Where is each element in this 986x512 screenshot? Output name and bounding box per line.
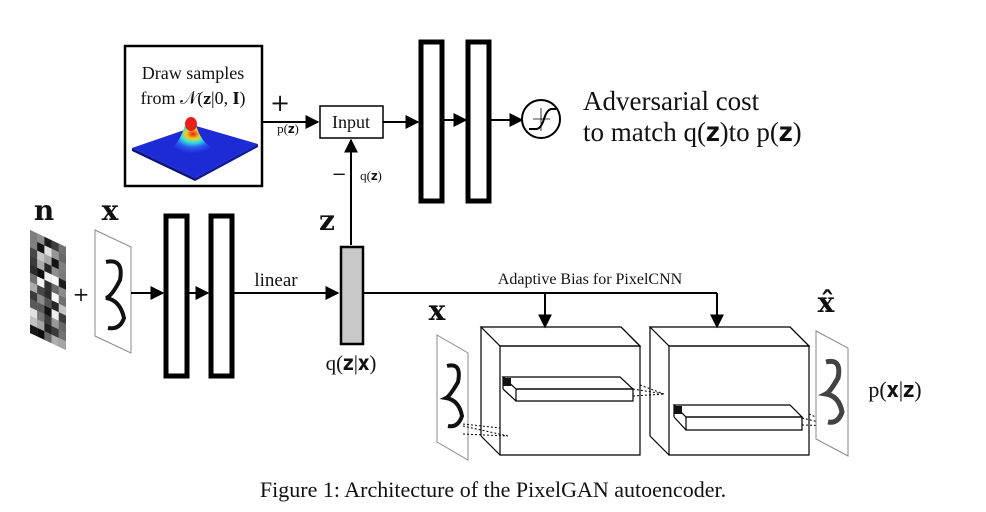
noise-pixel — [51, 300, 59, 313]
gaussian-surface-image — [132, 117, 258, 181]
noise-pixel — [44, 331, 52, 344]
noise-pixel — [44, 288, 52, 301]
noise-pixel — [51, 308, 59, 321]
noise-pixel — [58, 277, 66, 290]
noise-pixel — [58, 260, 66, 273]
noise-pixel — [37, 241, 45, 254]
noise-pixel — [44, 314, 52, 327]
noise-pixel — [58, 312, 66, 325]
noise-pixel — [51, 265, 59, 278]
noise-pixel — [37, 319, 45, 332]
linear-label: linear — [254, 270, 298, 291]
prior-line1: Draw samples — [142, 63, 244, 83]
noise-pixel — [58, 329, 66, 342]
adversarial-line2: to match q(𝐳)to p(𝐳) — [583, 117, 802, 147]
noise-pixel — [51, 240, 59, 253]
noise-pixel — [51, 291, 59, 304]
plus-sign-left: + — [73, 282, 90, 306]
pz-small-label: p(𝐳) — [277, 121, 299, 136]
noise-pixel — [37, 276, 45, 289]
noise-pixel — [51, 274, 59, 287]
encoder-layer-2 — [208, 213, 235, 379]
encoder-layer-1 — [163, 213, 190, 379]
prior-line2: from 𝒩(𝐳|0, 𝐈) — [140, 88, 245, 109]
adversarial-line1: Adversarial cost — [583, 86, 760, 116]
noise-pixel — [30, 315, 38, 328]
pixelcnn-block-1 — [479, 326, 642, 456]
noise-pixel — [51, 257, 59, 270]
adaptive-bias-label: Adaptive Bias for PixelCNN — [498, 271, 683, 288]
noise-pixel — [44, 245, 52, 258]
noise-pixel — [44, 279, 52, 292]
noise-pixel — [37, 259, 45, 272]
noise-pixel — [37, 327, 45, 340]
noise-pixel — [51, 317, 59, 330]
noise-pixel — [37, 233, 45, 246]
discriminator-layer-1 — [418, 39, 445, 204]
noise-pixel — [51, 248, 59, 261]
sigmoid-icon — [521, 99, 561, 139]
output-digit-image — [815, 330, 849, 457]
noise-pixel — [51, 326, 59, 339]
noise-pixel — [44, 296, 52, 309]
minus-sign: − — [331, 164, 346, 185]
noise-pixel — [44, 305, 52, 318]
noise-pixel — [37, 310, 45, 323]
noise-label: 𝐧 — [34, 194, 54, 227]
noise-pixel — [30, 272, 38, 285]
noise-pixel — [30, 264, 38, 277]
noise-pixel — [44, 253, 52, 266]
input-digit-image — [94, 229, 132, 354]
reconstruction-label: 𝐱̂ — [818, 286, 835, 319]
figure-caption: Figure 1: Architecture of the PixelGAN a… — [260, 477, 726, 502]
noise-pixel — [58, 269, 66, 282]
noise-pixel — [44, 262, 52, 275]
noise-pixel — [30, 255, 38, 268]
plus-sign-top: + — [270, 89, 290, 117]
posterior-label: q(𝐳|𝐱) — [326, 351, 377, 375]
input-x-label: 𝐱 — [102, 194, 119, 227]
noise-pixel — [30, 307, 38, 320]
noise-pixel — [58, 338, 66, 350]
noise-pixel — [44, 271, 52, 284]
noise-pixel — [30, 230, 38, 242]
noise-pixel — [51, 334, 59, 347]
noise-pixel — [30, 247, 38, 260]
noise-pixel — [37, 302, 45, 315]
noise-pixel — [58, 286, 66, 299]
input-box — [319, 105, 384, 139]
noise-pixel — [58, 252, 66, 265]
noise-pixel — [30, 324, 38, 337]
noise-pixel — [37, 284, 45, 297]
discriminator-layer-2 — [465, 39, 492, 204]
prior-sample-box: Draw samples from 𝒩(𝐳|0, 𝐈) — [123, 44, 264, 188]
pixelcnn-block-2 — [648, 326, 811, 456]
noise-pixel — [30, 290, 38, 303]
decoder-input-digit-image — [436, 334, 469, 461]
noise-pixel — [44, 322, 52, 335]
noise-pixel — [58, 295, 66, 308]
noise-pixel — [58, 243, 66, 256]
noise-pixel — [30, 281, 38, 294]
noise-image — [30, 230, 66, 350]
noise-pixel — [51, 283, 59, 296]
input-label: Input — [332, 112, 370, 132]
noise-pixel — [37, 267, 45, 280]
noise-pixel — [37, 293, 45, 306]
noise-pixel — [30, 238, 38, 251]
qz-small-label: q(𝐳) — [360, 168, 382, 183]
noise-pixel — [58, 320, 66, 333]
noise-pixel — [37, 250, 45, 263]
likelihood-label: p(𝐱|𝐳) — [868, 377, 921, 402]
noise-pixel — [58, 303, 66, 316]
code-z-label: 𝐳 — [319, 204, 335, 237]
noise-pixel — [44, 236, 52, 249]
noise-pixel — [30, 298, 38, 311]
code-z-bar — [339, 245, 365, 346]
decoder-x-label: 𝐱 — [429, 294, 446, 327]
